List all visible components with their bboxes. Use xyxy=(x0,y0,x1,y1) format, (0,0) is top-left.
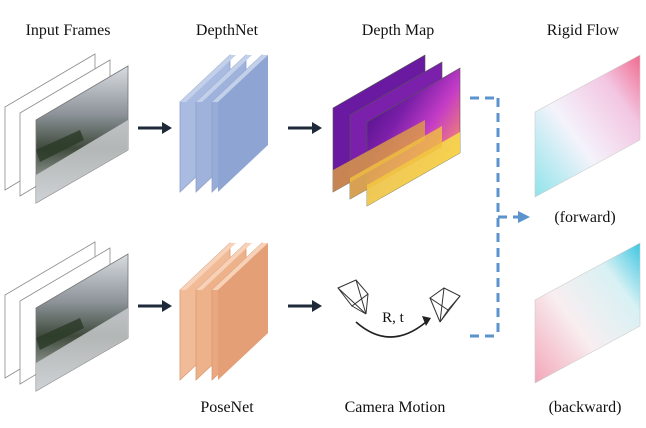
pose-params-label: R, t xyxy=(382,310,405,326)
camera-motion-label: Camera Motion xyxy=(345,399,446,416)
dashed-arrow-head xyxy=(518,211,530,223)
forward-label: (forward) xyxy=(554,209,615,226)
depth-map-stack xyxy=(332,54,461,207)
rigid-flow-label: Rigid Flow xyxy=(547,22,620,39)
posenet-block xyxy=(179,242,268,381)
input-frames-top xyxy=(4,53,129,204)
arrow-frames-to-posenet xyxy=(138,300,172,312)
input-frames-label: Input Frames xyxy=(26,22,111,39)
arrow-frames-to-depthnet xyxy=(138,122,172,134)
rigid-flow-backward xyxy=(534,242,641,384)
backward-label: (backward) xyxy=(549,399,622,416)
depth-map-label: Depth Map xyxy=(362,22,434,39)
posenet-label: PoseNet xyxy=(200,399,254,416)
dashed-connector xyxy=(470,96,520,338)
camera-motion-arrow xyxy=(355,316,431,338)
camera-frustum-icon-2 xyxy=(429,287,461,323)
input-frames-bottom xyxy=(4,241,129,392)
depthnet-block xyxy=(179,54,268,193)
arrow-posenet-to-camera xyxy=(288,300,322,312)
arrow-depthnet-to-depthmap xyxy=(288,122,322,134)
camera-frustum-icon xyxy=(337,279,369,315)
rigid-flow-forward xyxy=(534,54,641,198)
depthnet-label: DepthNet xyxy=(196,22,259,39)
